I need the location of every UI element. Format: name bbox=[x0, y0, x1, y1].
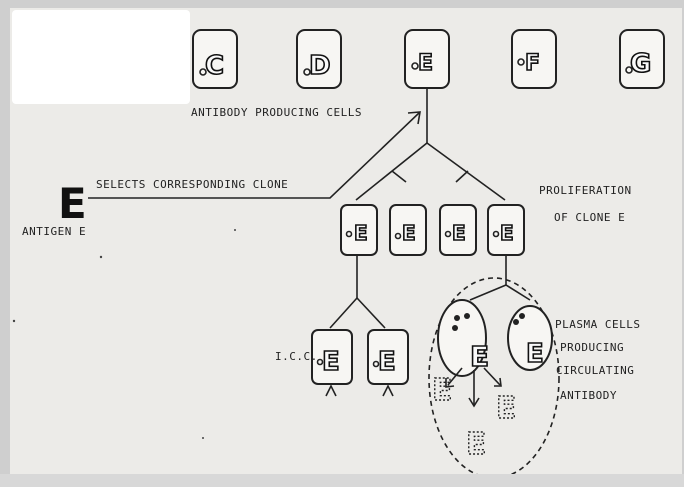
top-cell-d-letter: D bbox=[309, 51, 331, 81]
proliferation-label-line1: PROLIFERATION bbox=[539, 182, 632, 200]
plasma-label-line3: CIRCULATING bbox=[556, 364, 634, 377]
top-cell-g-letter: G bbox=[630, 49, 651, 79]
clone-cell-2: E bbox=[390, 205, 426, 255]
antigen-label: ANTIGEN E bbox=[22, 225, 86, 238]
top-cell-c-letter: C bbox=[205, 51, 224, 81]
icc-cell-1: E bbox=[312, 330, 352, 396]
plasma-branch-right bbox=[506, 285, 530, 300]
clone-cell-3-letter: E bbox=[452, 221, 466, 245]
plasma-label-line4: ANTIBODY bbox=[560, 389, 617, 402]
plasma-label-line1: PLASMA CELLS bbox=[555, 318, 640, 331]
top-cell-d: D bbox=[297, 30, 341, 88]
clone-cell-4: E bbox=[488, 205, 524, 255]
top-cell-f: F bbox=[512, 30, 556, 88]
icc-cell-2-foot bbox=[383, 386, 393, 396]
plasma-branch-left bbox=[470, 285, 506, 300]
plasma-cell-1: E bbox=[438, 300, 489, 376]
antibody-arrow-right bbox=[484, 368, 500, 385]
branch-right bbox=[427, 143, 505, 200]
plasma-label-line2: PRODUCING bbox=[560, 341, 624, 354]
icc-cell-2-letter: E bbox=[378, 347, 396, 377]
clone-cell-4-letter: E bbox=[500, 221, 514, 245]
antibody-1: E bbox=[432, 373, 453, 408]
icc-branch-left bbox=[330, 298, 357, 328]
icc-cell-1-letter: E bbox=[322, 347, 340, 377]
selects-clone-label: SELECTS CORRESPONDING CLONE bbox=[96, 178, 288, 191]
clone-cell-1-letter: E bbox=[354, 221, 368, 245]
branch-stub-2 bbox=[456, 171, 468, 182]
top-cell-e: E bbox=[405, 30, 449, 88]
plasma-cell-2: E bbox=[508, 306, 552, 370]
top-cell-e-letter: E bbox=[418, 51, 433, 76]
antibody-2: E bbox=[496, 391, 517, 426]
icc-cell-1-foot bbox=[326, 386, 336, 396]
plasma-cell-2-letter: E bbox=[526, 339, 544, 369]
antibody-3: E bbox=[466, 427, 487, 462]
antigen-letter: E bbox=[58, 179, 87, 228]
plasma-cell-1-letter: E bbox=[470, 340, 489, 373]
top-cell-f-letter: F bbox=[525, 51, 540, 76]
antibody-producing-cells-label: ANTIBODY PRODUCING CELLS bbox=[191, 106, 362, 119]
branch-left bbox=[356, 143, 427, 200]
branch-stub-1 bbox=[392, 171, 406, 182]
icc-cell-2: E bbox=[368, 330, 408, 396]
top-cell-g: G bbox=[620, 30, 664, 88]
clone-cell-2-letter: E bbox=[402, 221, 416, 245]
clone-cell-1: E bbox=[341, 205, 377, 255]
top-cell-c: C bbox=[193, 30, 237, 88]
icc-branch-right bbox=[357, 298, 385, 328]
proliferation-label-line2: OF CLONE E bbox=[554, 209, 625, 227]
clone-cell-3: E bbox=[440, 205, 476, 255]
icc-label: I.C.C. bbox=[275, 350, 318, 363]
bottom-strip bbox=[0, 474, 684, 487]
